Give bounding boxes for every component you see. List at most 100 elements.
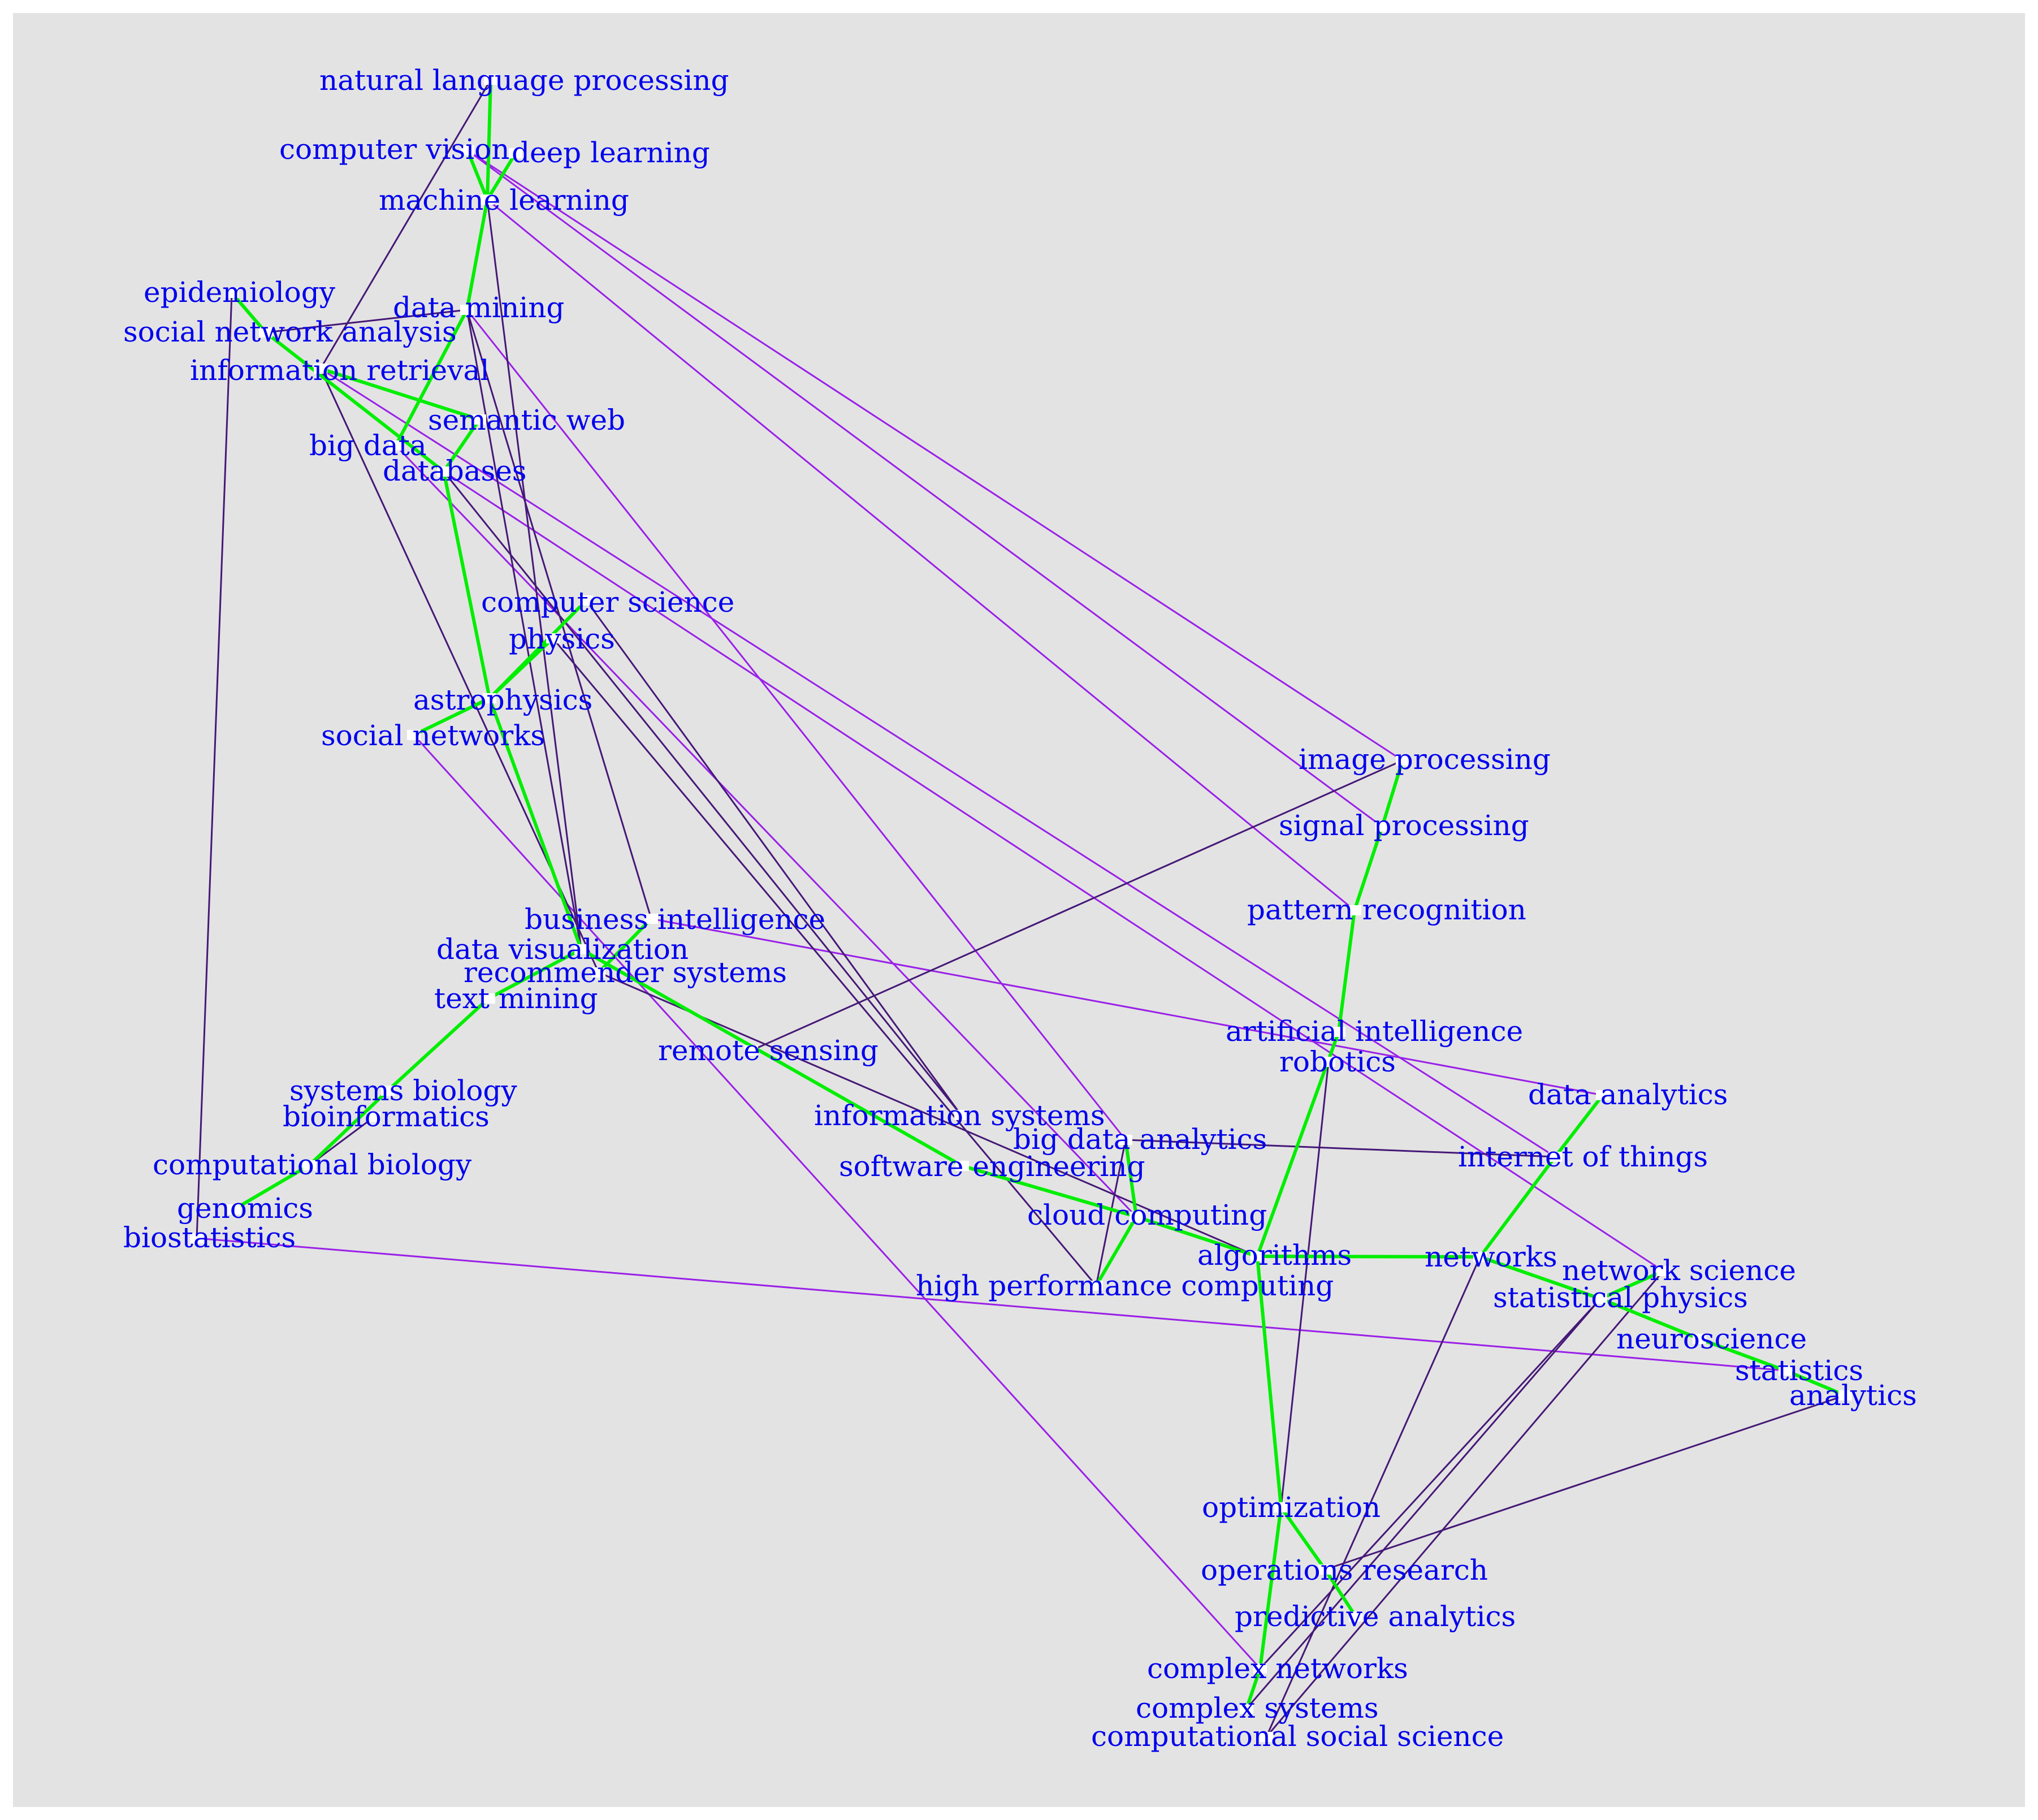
edge-rob-opt: [1280, 1061, 1330, 1508]
node-marker-hpc[interactable]: [1089, 1281, 1103, 1291]
node-marker-css[interactable]: [1260, 1732, 1273, 1742]
node-marker-netsci[interactable]: [1656, 1266, 1670, 1276]
node-marker-stats[interactable]: [1779, 1365, 1792, 1376]
node-marker-db[interactable]: [437, 466, 451, 477]
edge-bda-hpc: [1095, 1139, 1127, 1287]
node-marker-imgp[interactable]: [1396, 755, 1409, 766]
node-label-sna: social network analysis: [123, 315, 457, 348]
node-marker-sn[interactable]: [407, 730, 421, 740]
node-marker-is[interactable]: [954, 1110, 968, 1120]
node-label-netsci: network science: [1562, 1254, 1796, 1287]
edge-compbio-gen: [232, 1164, 311, 1211]
node-label-db: databases: [383, 455, 526, 487]
node-marker-bi[interactable]: [644, 914, 658, 924]
edge-cv-imgp: [466, 149, 1404, 762]
node-label-cs: computer science: [481, 586, 734, 619]
node-label-sw: semantic web: [428, 404, 625, 436]
node-marker-compbio[interactable]: [302, 1160, 316, 1170]
node-label-bi: business intelligence: [525, 903, 825, 936]
node-marker-se[interactable]: [955, 1161, 969, 1171]
node-marker-dv[interactable]: [574, 944, 588, 954]
node-marker-iot[interactable]: [1548, 1152, 1562, 1162]
node-marker-da[interactable]: [1596, 1090, 1609, 1100]
node-marker-analytics[interactable]: [1838, 1390, 1852, 1400]
edge-cn-csys: [1245, 1667, 1262, 1710]
node-marker-cs[interactable]: [579, 595, 593, 606]
node-label-biostat: biostatistics: [123, 1221, 296, 1254]
node-marker-pr[interactable]: [1348, 905, 1361, 915]
node-marker-rsens[interactable]: [745, 1045, 758, 1056]
edge-tm-sysb: [386, 997, 490, 1092]
edge-or-pa: [1323, 1568, 1357, 1618]
node-marker-ai[interactable]: [1332, 1027, 1345, 1037]
node-marker-phys[interactable]: [546, 633, 560, 643]
edge-epi-biostat: [196, 292, 233, 1239]
node-marker-cv[interactable]: [461, 145, 474, 155]
edge-layer: [196, 78, 1847, 1738]
node-marker-bioinf[interactable]: [367, 1112, 380, 1122]
edge-sw-db: [442, 418, 481, 473]
edge-astro-dv: [488, 697, 583, 951]
edge-sn-cn: [413, 734, 1261, 1670]
node-marker-bd[interactable]: [389, 440, 403, 451]
edge-db-astro: [442, 470, 491, 700]
node-marker-tm[interactable]: [482, 993, 495, 1004]
node-label-cn: complex networks: [1147, 1652, 1408, 1685]
node-marker-net[interactable]: [1473, 1252, 1487, 1262]
node-marker-dm[interactable]: [460, 305, 474, 315]
node-marker-biostat[interactable]: [190, 1233, 204, 1243]
node-marker-or[interactable]: [1318, 1564, 1332, 1575]
edge-se-cc: [960, 1164, 1138, 1218]
node-marker-csys[interactable]: [1240, 1704, 1253, 1714]
node-marker-statphys[interactable]: [1594, 1294, 1607, 1304]
node-marker-cn[interactable]: [1253, 1663, 1267, 1674]
edge-phys-astro: [488, 637, 555, 700]
edge-net-statphys: [1478, 1255, 1602, 1300]
node-marker-astro[interactable]: [483, 693, 496, 703]
node-marker-bda[interactable]: [1119, 1135, 1132, 1145]
node-marker-nlp[interactable]: [484, 75, 497, 85]
edge-alg-opt: [1256, 1255, 1283, 1509]
node-label-cc: cloud computing: [1027, 1199, 1267, 1231]
node-label-dl: deep learning: [512, 136, 710, 169]
node-marker-neuro[interactable]: [1693, 1334, 1706, 1344]
node-marker-sysb[interactable]: [381, 1086, 395, 1096]
node-label-cv: computer vision: [279, 133, 509, 166]
node-label-rs: recommender systems: [464, 956, 787, 989]
node-label-dv: data visualization: [436, 933, 689, 966]
node-marker-gen[interactable]: [227, 1204, 241, 1214]
node-marker-dl[interactable]: [509, 148, 522, 158]
edge-dl-ml: [486, 152, 517, 201]
node-marker-opt[interactable]: [1274, 1502, 1288, 1512]
node-label-analytics: analytics: [1789, 1379, 1917, 1412]
edge-dv-tm: [487, 948, 583, 1000]
node-label-sysb: systems biology: [289, 1074, 517, 1107]
node-label-net: networks: [1425, 1240, 1557, 1273]
node-marker-pa[interactable]: [1349, 1611, 1362, 1622]
edge-nlp-ir: [319, 79, 492, 370]
node-label-bioinf: bioinformatics: [283, 1100, 490, 1133]
node-marker-ir[interactable]: [314, 364, 327, 374]
node-label-rob: robotics: [1279, 1045, 1396, 1078]
graph-background: [13, 13, 2025, 1807]
node-marker-sigp[interactable]: [1375, 822, 1389, 832]
node-marker-cc[interactable]: [1130, 1212, 1143, 1222]
node-label-imgp: image processing: [1299, 743, 1551, 776]
edge-neuro-stats: [1698, 1337, 1787, 1372]
node-label-phys: physics: [509, 622, 615, 655]
node-marker-epi[interactable]: [225, 288, 239, 298]
node-marker-rob[interactable]: [1322, 1057, 1335, 1067]
node-label-tm: text mining: [434, 982, 598, 1015]
node-marker-alg[interactable]: [1251, 1251, 1264, 1261]
node-label-gen: genomics: [177, 1192, 313, 1225]
edge-sysb-compbio: [308, 1089, 390, 1167]
node-marker-rs[interactable]: [592, 967, 605, 978]
node-marker-sna[interactable]: [259, 327, 272, 338]
edge-ml-dv: [486, 198, 582, 950]
node-label-pa: predictive analytics: [1235, 1600, 1516, 1633]
node-marker-ml[interactable]: [481, 194, 494, 205]
edge-ml-pr: [486, 198, 1356, 911]
node-marker-sw[interactable]: [473, 414, 486, 425]
edge-bda-iot: [1124, 1139, 1556, 1158]
